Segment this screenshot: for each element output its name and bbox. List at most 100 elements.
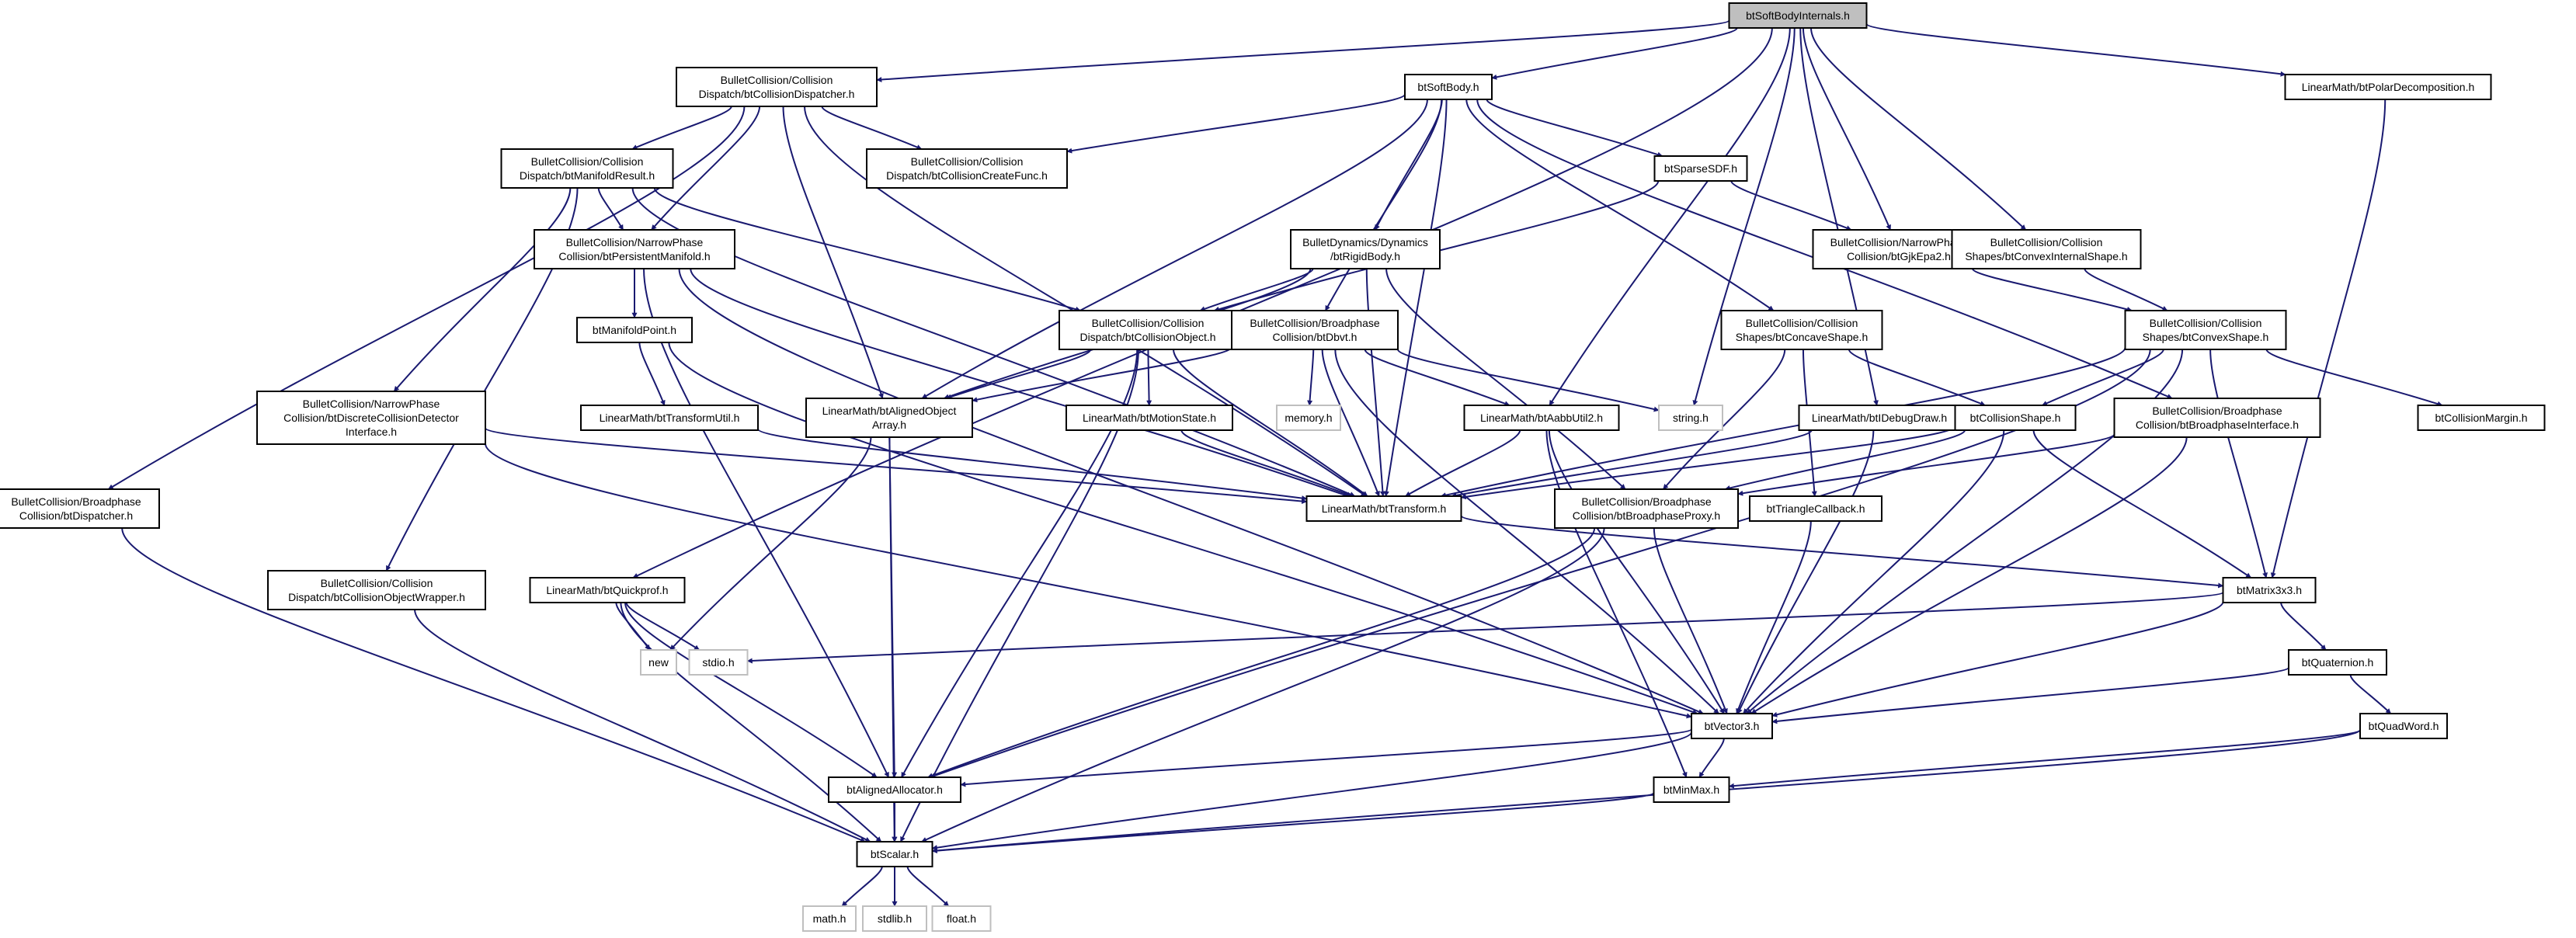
node-box [1798, 405, 1961, 431]
node-box [580, 405, 759, 431]
node-concaveshape[interactable]: BulletCollision/CollisionShapes/btConcav… [1720, 310, 1883, 350]
node-label: btCollisionMargin.h [2435, 412, 2527, 424]
edge-softbody-to-broadphaseinterface [1476, 99, 2173, 399]
edge-motionstate-to-transform [1180, 429, 1353, 497]
node-sparsesdf[interactable]: btSparseSDF.h [1653, 155, 1748, 182]
node-label: btQuaternion.h [2302, 656, 2374, 669]
node-matrix3x3[interactable]: btMatrix3x3.h [2222, 577, 2317, 603]
edge-manifoldresult-to-transform [631, 187, 1356, 497]
node-box [2113, 398, 2321, 438]
node-bpdispatcher[interactable]: BulletCollision/BroadphaseCollision/btDi… [0, 488, 160, 529]
node-box [1305, 495, 1462, 522]
node-rigidbody[interactable]: BulletDynamics/Dynamics/btRigidBody.h [1290, 229, 1441, 269]
node-box [862, 905, 927, 932]
node-dbvt[interactable]: BulletCollision/BroadphaseCollision/btDb… [1231, 310, 1399, 350]
node-box [676, 67, 878, 107]
edge-manifoldresult-to-objectwrapper [385, 187, 579, 571]
edge-collisionobject-to-scalar [899, 349, 1139, 842]
edge-collisionshape-to-broadphaseproxy [1724, 429, 1966, 491]
node-box [1404, 74, 1493, 100]
edge-transformutil-to-transform [757, 428, 1308, 502]
node-label: string.h [1673, 412, 1709, 424]
node-objectwrapper[interactable]: BulletCollision/CollisionDispatch/btColl… [267, 570, 486, 610]
node-root[interactable]: btSoftBodyInternals.h [1728, 2, 1868, 29]
edge-broadphaseproxy-to-vector3 [1653, 527, 1728, 714]
node-quickprof[interactable]: LinearMath/btQuickprof.h [529, 577, 686, 603]
edge-persistentmanifold-to-vector3 [678, 268, 1704, 714]
edge-manifoldresult-to-discretedetector [393, 187, 572, 392]
node-alignedallocator[interactable]: btAlignedAllocator.h [828, 776, 961, 803]
edge-collisionobject-to-alignedallocator [900, 349, 1139, 778]
node-collisionobject[interactable]: BulletCollision/CollisionDispatch/btColl… [1059, 310, 1237, 350]
node-box [1066, 405, 1233, 431]
edge-root-to-gjkepa2 [1802, 27, 1892, 231]
node-label: LinearMath/btPolarDecomposition.h [2302, 81, 2475, 93]
node-label: btAlignedAllocator.h [846, 783, 943, 796]
node-box [576, 317, 693, 343]
edge-quadword-to-minmax [1728, 729, 2361, 789]
node-label: LinearMath/btTransform.h [1322, 502, 1447, 515]
edge-matrix3x3-to-vector3 [1771, 601, 2224, 717]
edge-root-to-convexinternal [1810, 27, 2027, 231]
node-dispatcher[interactable]: BulletCollision/CollisionDispatch/btColl… [676, 67, 878, 107]
node-label: btSparseSDF.h [1664, 162, 1737, 175]
node-label: float.h [947, 912, 976, 925]
node-idebugdraw[interactable]: LinearMath/btIDebugDraw.h [1798, 405, 1961, 431]
node-label: Dispatch/btManifoldResult.h [520, 169, 655, 182]
edge-dispatcher-to-persistentmanifold [651, 106, 761, 231]
node-convexshape[interactable]: BulletCollision/CollisionShapes/btConvex… [2124, 310, 2287, 350]
node-label: BulletCollision/NarrowPhase [1830, 236, 1968, 248]
node-collisionshape[interactable]: btCollisionShape.h [1954, 405, 2077, 431]
node-createfunc[interactable]: BulletCollision/CollisionDispatch/btColl… [866, 148, 1068, 189]
node-scalar[interactable]: btScalar.h [856, 841, 933, 867]
edge-dbvt-to-stringh [1397, 349, 1660, 412]
edge-persistentmanifold-to-alignedallocator [643, 268, 890, 778]
node-convexinternal[interactable]: BulletCollision/CollisionShapes/btConvex… [1951, 229, 2142, 269]
node-label: Collision/btBroadphaseInterface.h [2136, 419, 2299, 431]
node-label: LinearMath/btAabbUtil2.h [1480, 412, 1603, 424]
node-vector3[interactable]: btVector3.h [1691, 713, 1773, 739]
node-quadword[interactable]: btQuadWord.h [2359, 713, 2448, 739]
node-transform[interactable]: LinearMath/btTransform.h [1305, 495, 1462, 522]
node-broadphaseinterface[interactable]: BulletCollision/BroadphaseCollision/btBr… [2113, 398, 2321, 438]
node-aabbutil2[interactable]: LinearMath/btAabbUtil2.h [1463, 405, 1620, 431]
node-box [931, 905, 992, 932]
node-box [1658, 405, 1723, 431]
edge-collisionobject-to-motionstate [1146, 349, 1152, 406]
node-persistentmanifold[interactable]: BulletCollision/NarrowPhaseCollision/btP… [534, 229, 735, 269]
node-label: BulletCollision/Broadphase [1581, 495, 1712, 508]
node-label: BulletCollision/Collision [1990, 236, 2103, 248]
edge-softbody-to-alignedobjectarray [921, 99, 1428, 399]
edge-dispatcher-to-transform [804, 106, 1367, 497]
node-label: Array.h [872, 419, 906, 431]
node-polardecomp[interactable]: LinearMath/btPolarDecomposition.h [2284, 74, 2492, 100]
edge-root-to-dispatcher [876, 19, 1730, 83]
edge-trianglecallback-to-vector3 [1736, 520, 1812, 714]
edge-scalar-to-floath [906, 866, 950, 907]
node-manifoldpoint[interactable]: btManifoldPoint.h [576, 317, 693, 343]
edge-collisionshape-to-vector3 [1742, 429, 2005, 714]
edge-discretedetector-to-transform [485, 427, 1308, 504]
node-trianglecallback[interactable]: btTriangleCallback.h [1749, 495, 1882, 522]
edge-idebugdraw-to-vector3 [1736, 429, 1875, 714]
node-box [688, 649, 749, 676]
node-manifoldresult[interactable]: BulletCollision/CollisionDispatch/btMani… [500, 148, 674, 189]
node-discretedetector[interactable]: BulletCollision/NarrowPhaseCollision/btD… [256, 391, 486, 445]
edge-convexshape-to-collisionshape [2042, 349, 2164, 406]
edge-concaveshape-to-broadphaseproxy [1662, 349, 1786, 490]
node-label: btVector3.h [1705, 720, 1760, 732]
edge-gjkepa2-to-convexshape [1971, 268, 2133, 312]
node-transformutil[interactable]: LinearMath/btTransformUtil.h [580, 405, 759, 431]
node-box [2124, 310, 2287, 350]
node-broadphaseproxy[interactable]: BulletCollision/BroadphaseCollision/btBr… [1554, 488, 1739, 529]
node-collisionmargin[interactable]: btCollisionMargin.h [2417, 405, 2546, 431]
node-box [1290, 229, 1441, 269]
node-label: BulletCollision/Broadphase [2152, 405, 2282, 417]
edge-polardecomp-to-matrix3x3 [2270, 99, 2387, 578]
node-softbody[interactable]: btSoftBody.h [1404, 74, 1493, 100]
node-motionstate[interactable]: LinearMath/btMotionState.h [1066, 405, 1233, 431]
node-minmax[interactable]: btMinMax.h [1653, 776, 1730, 803]
node-label: BulletCollision/Collision [321, 577, 433, 589]
node-quaternion[interactable]: btQuaternion.h [2288, 649, 2387, 676]
